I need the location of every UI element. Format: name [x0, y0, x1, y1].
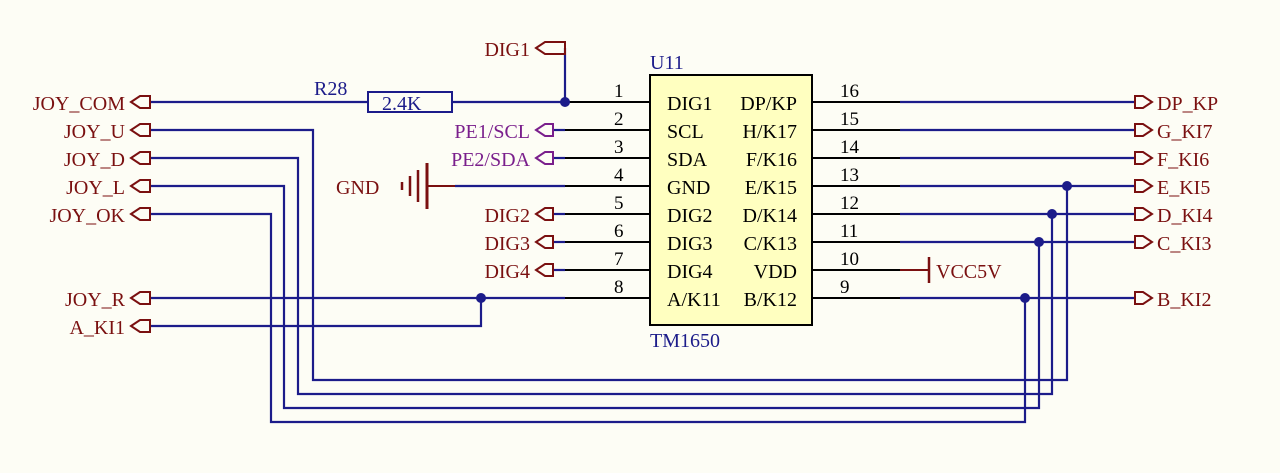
net-label-c-ki3: C_KI3 [1157, 233, 1211, 255]
pin-number-9: 9 [840, 277, 850, 298]
pin-name-b-k12: B/K12 [744, 289, 797, 311]
pin-number-10: 10 [840, 249, 859, 270]
chip-body [649, 74, 813, 326]
pin-number-5: 5 [614, 193, 624, 214]
ground-symbol [400, 163, 455, 209]
pin-name-dig2: DIG2 [667, 205, 713, 227]
chip-part-number: TM1650 [650, 330, 720, 352]
pin-number-8: 8 [614, 277, 624, 298]
net-label-dp-kp: DP_KP [1157, 93, 1218, 115]
pin-number-15: 15 [840, 109, 859, 130]
pin-name-d-k14: D/K14 [743, 205, 797, 227]
net-label-e-ki5: E_KI5 [1157, 177, 1210, 199]
left-pins: 1 2 3 4 5 6 7 8 DIG1 SCL SDA GND DIG2 DI… [565, 81, 721, 311]
pin-name-dig1: DIG1 [667, 93, 713, 115]
net-label-pe2-sda: PE2/SDA [451, 149, 530, 171]
net-label-dig1: DIG1 [484, 39, 530, 61]
net-label-g-ki7: G_KI7 [1157, 121, 1213, 143]
junctions [476, 97, 1072, 303]
net-label-pe1-scl: PE1/SCL [454, 121, 530, 143]
pin-number-16: 16 [840, 81, 859, 102]
pin-number-12: 12 [840, 193, 859, 214]
pin-name-a-k11: A/K11 [667, 289, 721, 311]
net-label-dig2: DIG2 [484, 205, 530, 227]
vcc-symbol [900, 257, 931, 283]
pin-name-h-k17: H/K17 [743, 121, 797, 143]
pin-number-14: 14 [840, 137, 860, 158]
net-label-joy-ok: JOY_OK [49, 205, 125, 227]
pin-number-11: 11 [840, 221, 858, 242]
pin-name-dig4: DIG4 [667, 261, 713, 283]
pin-name-scl: SCL [667, 121, 704, 143]
vcc-label: VCC5V [936, 261, 1002, 283]
pin-name-gnd: GND [667, 177, 710, 199]
pin-name-vdd: VDD [754, 261, 797, 283]
pin-number-3: 3 [614, 137, 624, 158]
net-label-dig4: DIG4 [484, 261, 530, 283]
net-label-joy-com: JOY_COM [33, 93, 125, 115]
net-label-joy-r: JOY_R [65, 289, 126, 311]
pin-number-4: 4 [614, 165, 624, 186]
net-label-b-ki2: B_KI2 [1157, 289, 1211, 311]
left-ports [129, 41, 566, 333]
resistor-value: 2.4K [382, 93, 422, 115]
pin-number-13: 13 [840, 165, 859, 186]
pin-number-7: 7 [614, 249, 624, 270]
net-label-joy-d: JOY_D [64, 149, 125, 171]
pin-number-2: 2 [614, 109, 624, 130]
net-label-joy-u: JOY_U [64, 121, 126, 143]
wires [150, 48, 1135, 424]
right-ports [1134, 95, 1154, 305]
pin-name-sda: SDA [667, 149, 708, 171]
pin-name-dig3: DIG3 [667, 233, 713, 255]
net-label-dig3: DIG3 [484, 233, 530, 255]
net-label-joy-l: JOY_L [66, 177, 125, 199]
pin-name-dp-kp: DP/KP [740, 93, 797, 115]
pin-name-c-k13: C/K13 [744, 233, 797, 255]
gnd-label: GND [336, 177, 379, 199]
pin-name-f-k16: F/K16 [746, 149, 797, 171]
pin-number-1: 1 [614, 81, 624, 102]
net-label-a-ki1: A_KI1 [69, 317, 125, 339]
chip-designator: U11 [650, 52, 684, 74]
resistor-body [367, 91, 453, 113]
resistor-designator: R28 [314, 78, 347, 100]
net-label-d-ki4: D_KI4 [1157, 205, 1213, 227]
pin-name-e-k15: E/K15 [745, 177, 797, 199]
pin-number-6: 6 [614, 221, 624, 242]
net-label-f-ki6: F_KI6 [1157, 149, 1209, 171]
right-pins: 16 15 14 13 12 11 10 9 DP/KP H/K17 F/K16… [740, 81, 900, 311]
